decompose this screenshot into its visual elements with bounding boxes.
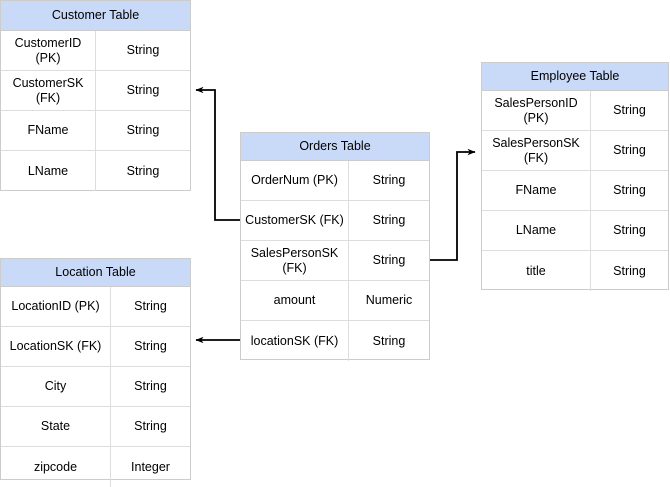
- relationship-orders-to-customer: [195, 86, 240, 221]
- column-type-cell: String: [126, 163, 160, 178]
- table-title-orders: Orders Table: [241, 133, 429, 161]
- table-row[interactable]: title String: [482, 251, 668, 291]
- column-type-cell: String: [372, 173, 406, 188]
- table-row[interactable]: SalesPersonSK (FK) String: [482, 131, 668, 171]
- table-row[interactable]: SalesPersonSK (FK) String: [241, 241, 429, 281]
- column-type-cell: String: [372, 333, 406, 348]
- column-name-cell: SalesPersonSK (FK): [241, 241, 349, 280]
- table-row[interactable]: State String: [1, 407, 190, 447]
- column-name-cell: CustomerID (PK): [1, 31, 96, 70]
- column-type-cell: String: [134, 299, 167, 314]
- column-type-cell: String: [613, 263, 646, 278]
- table-row[interactable]: City String: [1, 367, 190, 407]
- table-row[interactable]: FName String: [482, 171, 668, 211]
- column-name-cell: LName: [1, 151, 96, 191]
- column-type-cell: String: [134, 339, 167, 354]
- column-name-cell: CustomerSK (FK): [241, 201, 349, 240]
- table-row[interactable]: SalesPersonID (PK) String: [482, 91, 668, 131]
- column-name-cell: CustomerSK (FK): [1, 71, 96, 110]
- column-name-cell: LocationSK (FK): [1, 327, 111, 366]
- table-title-employee: Employee Table: [482, 63, 668, 91]
- table-row[interactable]: LocationID (PK) String: [1, 287, 190, 327]
- column-name-cell: FName: [1, 111, 96, 150]
- column-type-cell: String: [126, 83, 160, 98]
- column-name-cell: zipcode: [1, 447, 111, 487]
- table-row[interactable]: CustomerSK (FK) String: [1, 71, 190, 111]
- column-type-cell: String: [613, 183, 646, 198]
- column-name-cell: LocationID (PK): [1, 287, 111, 326]
- table-row[interactable]: FName String: [1, 111, 190, 151]
- table-row[interactable]: LocationSK (FK) String: [1, 327, 190, 367]
- column-name-cell: State: [1, 407, 111, 446]
- table-row[interactable]: OrderNum (PK) String: [241, 161, 429, 201]
- relationship-orders-to-employee: [430, 148, 476, 261]
- table-title-customer: Customer Table: [1, 1, 190, 31]
- column-name-cell: SalesPersonID (PK): [482, 91, 591, 130]
- column-type-cell: String: [613, 143, 646, 158]
- column-type-cell: String: [613, 103, 646, 118]
- column-type-cell: String: [372, 213, 406, 228]
- column-name-cell: City: [1, 367, 111, 406]
- table-row[interactable]: CustomerSK (FK) String: [241, 201, 429, 241]
- column-type-cell: Integer: [131, 459, 170, 474]
- column-type-cell: Numeric: [365, 293, 413, 308]
- column-name-cell: OrderNum (PK): [241, 161, 349, 200]
- table-row[interactable]: amount Numeric: [241, 281, 429, 321]
- table-title-location: Location Table: [1, 259, 190, 287]
- column-name-cell: FName: [482, 171, 591, 210]
- column-name-cell: title: [482, 251, 591, 291]
- table-row[interactable]: LName String: [1, 151, 190, 191]
- column-name-cell: SalesPersonSK (FK): [482, 131, 591, 170]
- column-name-cell: locationSK (FK): [241, 321, 349, 361]
- table-row[interactable]: LName String: [482, 211, 668, 251]
- column-name-cell: amount: [241, 281, 349, 320]
- table-row[interactable]: CustomerID (PK) String: [1, 31, 190, 71]
- column-type-cell: String: [372, 253, 406, 268]
- column-type-cell: String: [134, 379, 167, 394]
- table-row[interactable]: locationSK (FK) String: [241, 321, 429, 361]
- table-row[interactable]: zipcode Integer: [1, 447, 190, 487]
- column-type-cell: String: [126, 123, 160, 138]
- column-name-cell: LName: [482, 211, 591, 250]
- column-type-cell: String: [613, 223, 646, 238]
- column-type-cell: String: [134, 419, 167, 434]
- column-type-cell: String: [126, 43, 160, 58]
